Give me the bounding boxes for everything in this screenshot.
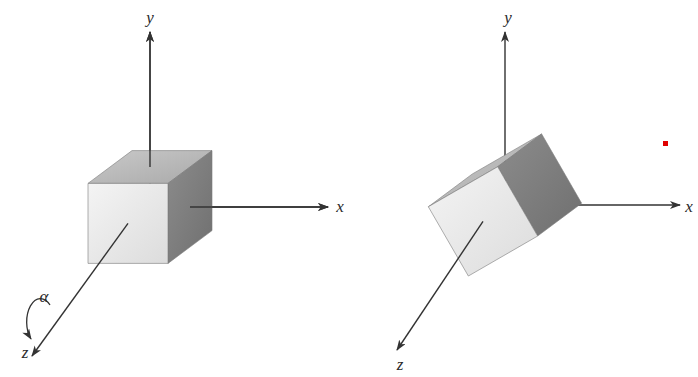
red-dot bbox=[663, 141, 668, 146]
angle-label: α bbox=[40, 288, 49, 305]
z-axis bbox=[32, 223, 128, 356]
z-axis bbox=[397, 221, 483, 350]
rotation-arrow bbox=[27, 299, 50, 339]
axis-label: z bbox=[397, 356, 404, 373]
axis-label: x bbox=[685, 198, 693, 215]
cube bbox=[428, 134, 581, 276]
axis-label: y bbox=[146, 9, 154, 26]
x-axis bbox=[190, 206, 328, 207]
y-axis bbox=[149, 32, 150, 167]
axis-label: z bbox=[22, 344, 29, 361]
axis-label: x bbox=[336, 198, 344, 215]
axis-label: y bbox=[504, 9, 512, 26]
